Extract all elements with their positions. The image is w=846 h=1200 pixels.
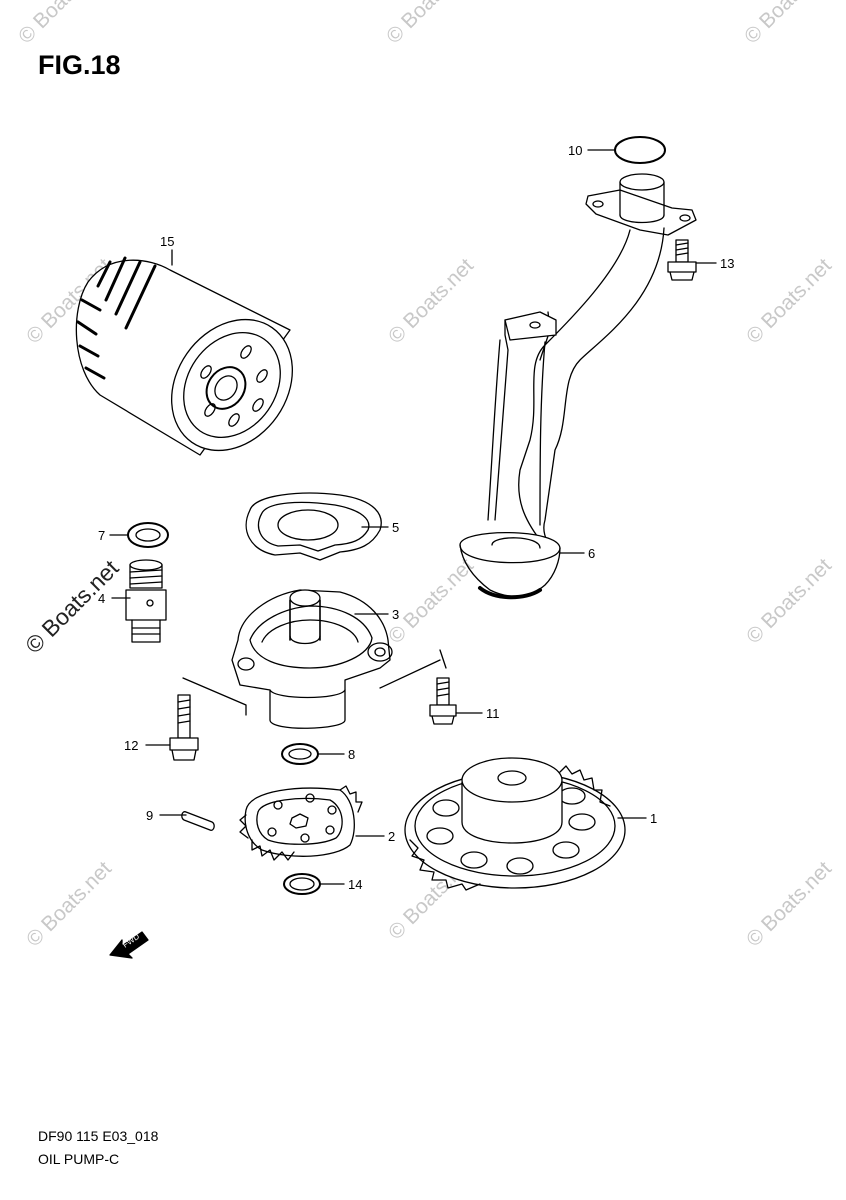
pin-part [181, 811, 215, 831]
diagram-code: DF90 115 E03_018 [38, 1128, 159, 1144]
oil-filter-part [75, 256, 293, 456]
callout-11: 11 [486, 706, 500, 721]
callout-14: 14 [348, 877, 362, 892]
bolt-part [667, 239, 697, 281]
callout-9: 9 [146, 808, 153, 823]
callout-4: 4 [98, 591, 105, 606]
fwd-arrow-icon: FWD [109, 931, 149, 959]
leader-lines [109, 149, 717, 885]
o-ring-part [614, 136, 666, 164]
drive-gear-part [404, 757, 626, 891]
callout-1: 1 [650, 811, 657, 826]
bolt-part [169, 694, 199, 761]
callout-7: 7 [98, 528, 105, 543]
inner-rotor-part [239, 785, 363, 861]
callout-3: 3 [392, 607, 399, 622]
snap-ring-part [283, 873, 321, 895]
relief-valve-part [125, 559, 167, 643]
washer-part [127, 522, 169, 548]
callout-6: 6 [588, 546, 595, 561]
gasket-part [245, 492, 382, 561]
pump-housing-part [231, 589, 393, 729]
alignment-line [182, 677, 247, 716]
callout-8: 8 [348, 747, 355, 762]
figure-title: FIG.18 [38, 50, 121, 80]
washer-part [281, 743, 319, 765]
callout-12: 12 [124, 738, 138, 753]
diagram-name: OIL PUMP-C [38, 1151, 120, 1167]
callout-15: 15 [160, 234, 174, 249]
bolt-part [429, 677, 457, 725]
callout-5: 5 [392, 520, 399, 535]
callout-2: 2 [388, 829, 395, 844]
oil-strainer-part [459, 173, 697, 600]
callout-13: 13 [720, 256, 734, 271]
callout-10: 10 [568, 143, 582, 158]
alignment-line [379, 659, 441, 689]
alignment-line [439, 649, 447, 669]
